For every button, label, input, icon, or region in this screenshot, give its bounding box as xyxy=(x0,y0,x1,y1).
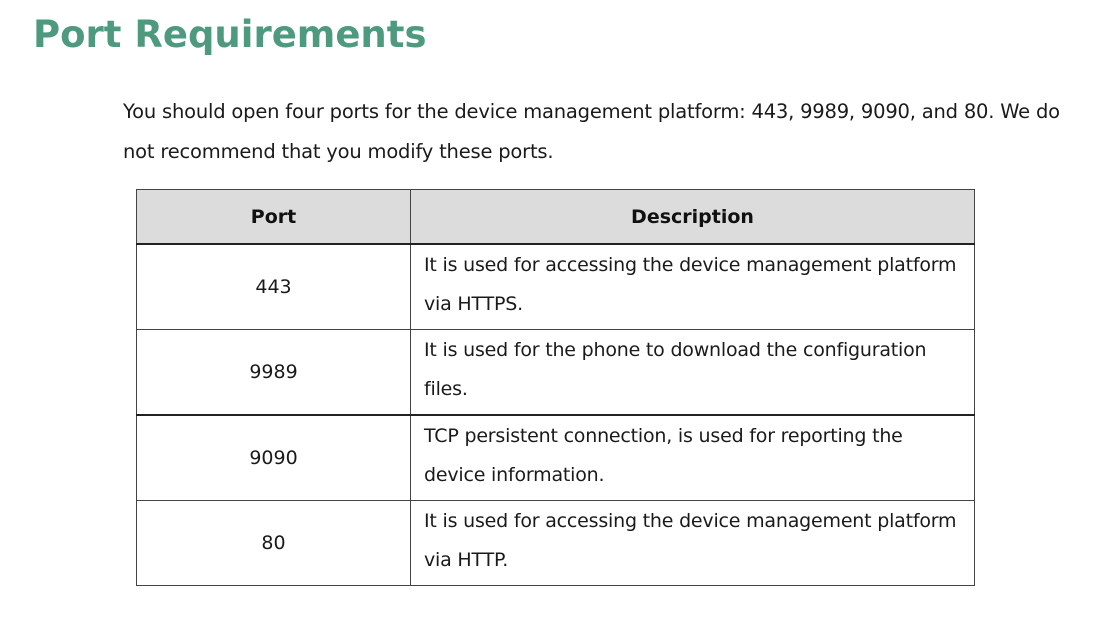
table-header-row: Port Description xyxy=(136,189,975,245)
column-header-port: Port xyxy=(136,189,411,245)
port-cell: 443 xyxy=(136,243,411,330)
description-cell: It is used for the phone to download the… xyxy=(410,329,975,416)
port-cell: 9989 xyxy=(136,329,411,416)
description-cell: It is used for accessing the device mana… xyxy=(410,243,975,330)
description-text: It is used for accessing the device mana… xyxy=(424,254,957,315)
description-cell: TCP persistent connection, is used for r… xyxy=(410,414,975,501)
description-text: It is used for the phone to download the… xyxy=(424,339,927,400)
table-row: 80 It is used for accessing the device m… xyxy=(136,500,975,586)
description-text: It is used for accessing the device mana… xyxy=(424,510,957,571)
port-cell: 80 xyxy=(136,500,411,586)
description-cell: It is used for accessing the device mana… xyxy=(410,500,975,586)
page-title: Port Requirements xyxy=(33,13,427,56)
port-table: Port Description 443 It is used for acce… xyxy=(136,189,975,586)
intro-paragraph: You should open four ports for the devic… xyxy=(123,100,1060,163)
table-row: 9090 TCP persistent connection, is used … xyxy=(136,414,975,501)
port-cell: 9090 xyxy=(136,414,411,501)
description-text: TCP persistent connection, is used for r… xyxy=(424,425,903,486)
column-header-description: Description xyxy=(410,189,975,245)
table-row: 443 It is used for accessing the device … xyxy=(136,243,975,330)
table-row: 9989 It is used for the phone to downloa… xyxy=(136,329,975,416)
